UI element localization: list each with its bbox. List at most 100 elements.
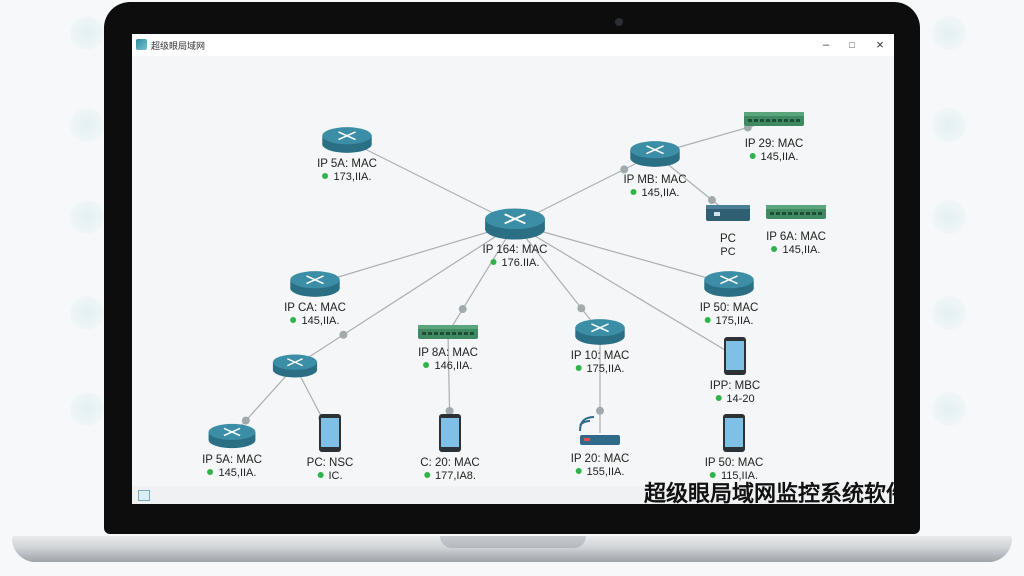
window-title: 超级眼局域网 bbox=[151, 41, 206, 51]
online-status-dot bbox=[771, 246, 778, 252]
device-address: 176.IIA. bbox=[483, 257, 548, 270]
online-status-dot bbox=[575, 365, 582, 371]
title-bar: 超级眼局域网 – □ × bbox=[132, 34, 894, 56]
online-status-dot bbox=[490, 259, 497, 265]
junction-dot bbox=[445, 407, 454, 415]
device-ip-mac: IP 5A: MAC bbox=[317, 158, 377, 170]
phone-icon bbox=[319, 414, 341, 452]
junction-dot bbox=[620, 165, 629, 174]
link-line bbox=[294, 223, 516, 367]
device-ip-mac: IP 8A: MAC bbox=[418, 347, 478, 359]
junction-dot bbox=[707, 196, 716, 205]
device-address: PC bbox=[720, 246, 736, 258]
wifi-router-icon bbox=[579, 416, 620, 445]
router-icon bbox=[272, 354, 318, 378]
device-address: 175,IIA. bbox=[571, 363, 630, 376]
device-ip-mac: C: 20: MAC bbox=[420, 457, 480, 469]
software-caption: 超级眼局域网监控系统软件 bbox=[644, 481, 894, 504]
background-dot bbox=[70, 200, 104, 234]
online-status-dot bbox=[749, 153, 756, 159]
background-dot bbox=[932, 392, 966, 426]
device-ip-mac: IP 164: MAC bbox=[482, 244, 548, 256]
link-line bbox=[514, 223, 736, 357]
device-ip-mac: IP 50: MAC bbox=[704, 457, 764, 469]
minimize-button[interactable]: – bbox=[822, 39, 830, 51]
online-status-dot bbox=[322, 173, 329, 179]
switch-icon bbox=[744, 112, 804, 126]
link-line bbox=[514, 223, 730, 285]
junction-dot bbox=[596, 406, 604, 415]
switch-icon bbox=[766, 205, 826, 219]
server-icon bbox=[706, 205, 750, 221]
device-ip-mac: IP 50: MAC bbox=[699, 302, 759, 314]
device-ip-mac: IP 5A: MAC bbox=[202, 454, 262, 466]
phone-icon bbox=[724, 337, 746, 375]
webcam bbox=[615, 18, 623, 26]
device-address: IC. bbox=[307, 470, 354, 483]
link-line bbox=[314, 223, 516, 285]
online-status-dot bbox=[715, 395, 722, 401]
online-status-dot bbox=[317, 472, 324, 478]
device-address: 173,IIA. bbox=[317, 171, 377, 184]
background-dot bbox=[932, 108, 966, 142]
status-icon bbox=[138, 490, 150, 501]
device-address: 115,IIA. bbox=[705, 470, 764, 483]
router-icon bbox=[485, 208, 545, 240]
background-dot bbox=[70, 108, 104, 142]
router-icon bbox=[322, 127, 372, 153]
online-status-dot bbox=[290, 317, 297, 323]
link-line bbox=[346, 139, 516, 225]
device-ip-mac: PC: NSC bbox=[306, 457, 354, 469]
device-address: 145,IIA. bbox=[284, 315, 346, 328]
online-status-dot bbox=[424, 472, 430, 478]
router-icon bbox=[290, 271, 340, 297]
link-line bbox=[514, 223, 601, 333]
status-bar bbox=[132, 486, 894, 504]
device-address: 14-20 bbox=[710, 393, 760, 406]
router-icon bbox=[208, 423, 256, 449]
device-address: 145,IIA. bbox=[745, 151, 804, 164]
online-status-dot bbox=[575, 468, 582, 474]
device-ip-mac: IP CA: MAC bbox=[284, 302, 346, 314]
device-ip-mac: IP 20: MAC bbox=[570, 453, 630, 465]
laptop-notch bbox=[440, 536, 586, 548]
background-dot bbox=[932, 16, 966, 50]
background-dot bbox=[70, 392, 104, 426]
device-ip-mac: IP 29: MAC bbox=[744, 138, 804, 150]
link-line bbox=[231, 365, 296, 437]
switch-icon bbox=[418, 325, 478, 339]
maximize-button[interactable]: □ bbox=[849, 40, 855, 50]
online-status-dot bbox=[709, 472, 716, 478]
online-status-dot bbox=[630, 189, 637, 195]
junction-dot bbox=[241, 416, 250, 425]
router-icon bbox=[704, 271, 754, 297]
link-line bbox=[514, 153, 656, 225]
background-dot bbox=[932, 200, 966, 234]
background-dot bbox=[70, 296, 104, 330]
device-address: 175,IIA. bbox=[700, 315, 759, 328]
junction-dot bbox=[577, 304, 586, 313]
background-dot bbox=[932, 296, 966, 330]
close-button[interactable]: × bbox=[876, 37, 884, 52]
device-ip-mac: IP 10: MAC bbox=[570, 350, 630, 362]
app-icon bbox=[136, 39, 147, 50]
background-dot bbox=[70, 16, 104, 50]
online-status-dot bbox=[704, 317, 711, 323]
device-ip-mac: PC bbox=[720, 233, 736, 245]
